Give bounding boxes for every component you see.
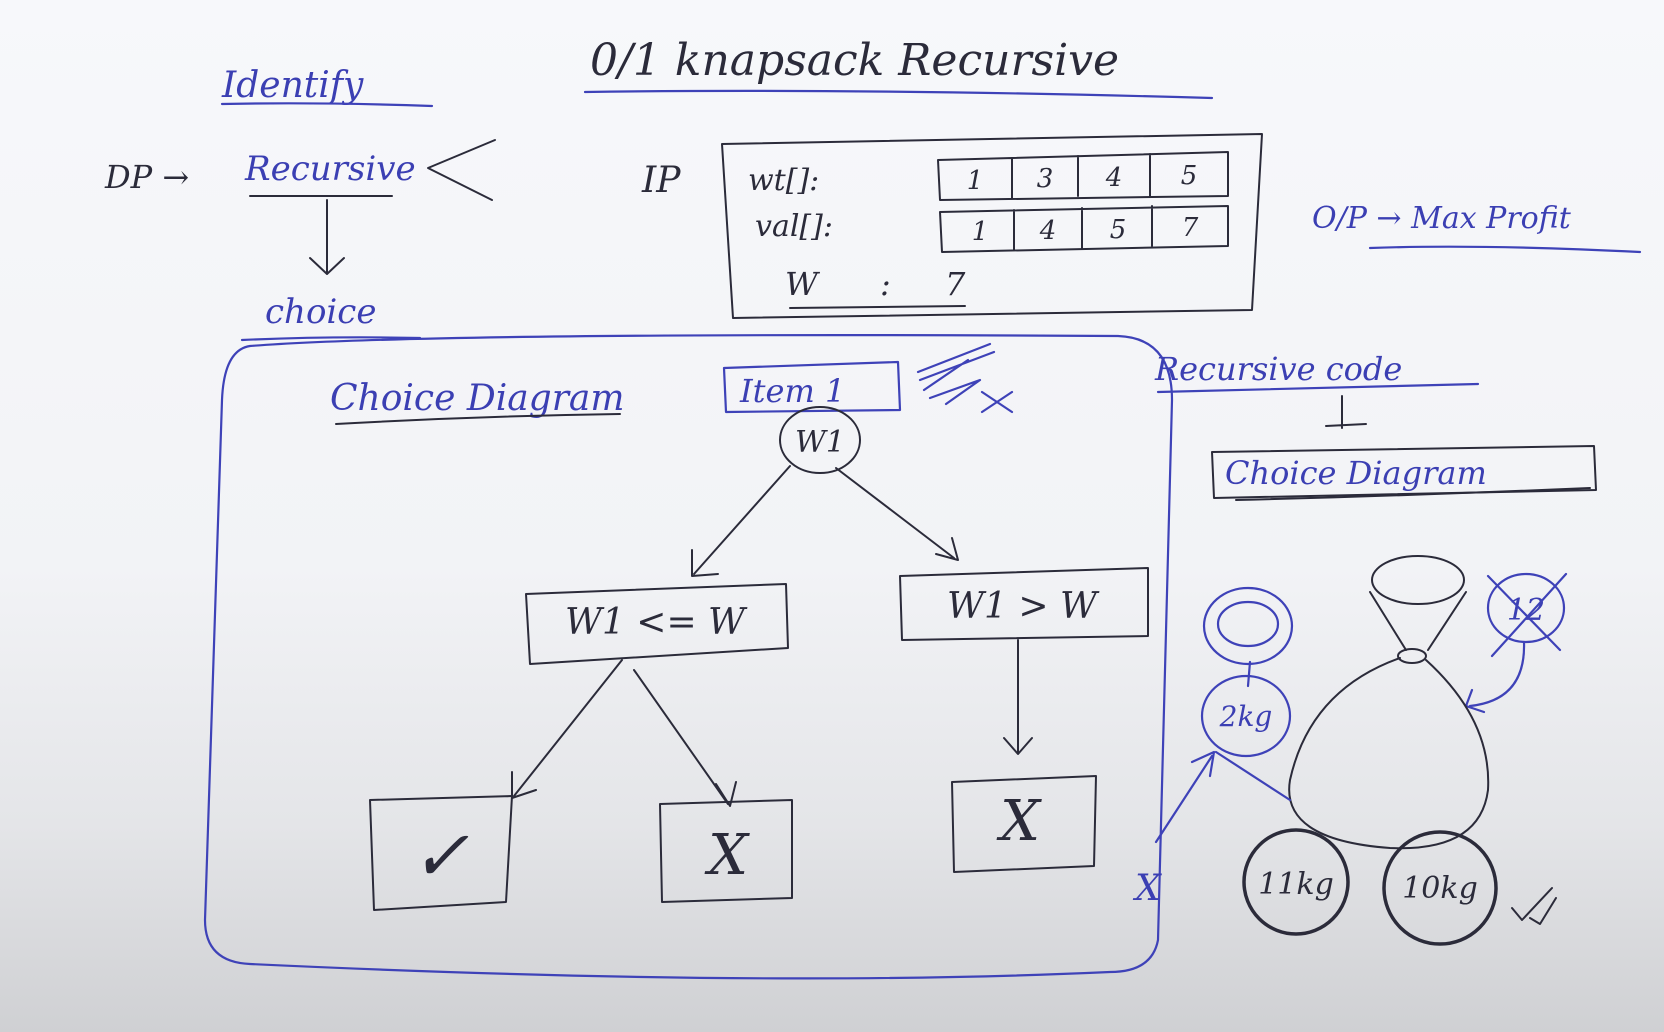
item-label: Item 1 [739, 372, 845, 410]
choice-underline [240, 336, 422, 342]
recursive-label: Recursive [244, 149, 416, 189]
capacity-value: 7 [945, 265, 966, 303]
identify-underline [220, 102, 434, 108]
right-condition-label: W1 > W [947, 586, 1100, 627]
bag-left-circle [1242, 828, 1350, 936]
choice-label: choice [265, 292, 376, 332]
dp-label: DP → [104, 158, 189, 196]
capacity-separator: : [880, 265, 891, 303]
page-title: 0/1 knapsack Recursive [590, 35, 1119, 86]
capacity-underline [789, 305, 966, 309]
bag-funnel-icon [1369, 591, 1467, 651]
recursive-code-label: Recursive code [1154, 350, 1402, 388]
forced-exclude-box [951, 775, 1097, 873]
choice-diagram-box-underline [1235, 487, 1591, 501]
val-label: val[]: [755, 209, 833, 244]
exclude-mark: X [704, 823, 750, 888]
output-underline [1368, 245, 1642, 254]
arrow-to-item-weight [1154, 750, 1292, 844]
wt-cell: 4 [1105, 163, 1123, 193]
left-condition-label: W1 <= W [565, 602, 748, 643]
item-circle-icon [1202, 586, 1294, 666]
bag-right-label: 10kg [1402, 871, 1478, 906]
val-cell: 4 [1039, 216, 1057, 246]
val-cell: 5 [1110, 215, 1127, 245]
item-circle-inner-icon [1216, 600, 1280, 648]
item-weight-label: 2kg [1219, 700, 1273, 733]
root-label: W1 [795, 425, 845, 460]
capacity-label: W [785, 265, 821, 303]
crescent-icon [1608, 488, 1622, 516]
wt-cell: 3 [1037, 164, 1054, 194]
val-cell: 7 [1182, 213, 1199, 243]
arrow-to-exclude [633, 669, 737, 807]
title-underline [583, 89, 1214, 100]
choice-diagram-underline [335, 413, 621, 425]
scribble-icon [916, 342, 1014, 414]
crescent-icon [1622, 884, 1636, 912]
arrow-to-left-condition [691, 465, 791, 577]
include-box [369, 795, 513, 911]
arrow-to-forced-exclude [1003, 639, 1033, 755]
forced-exclude-mark: X [996, 789, 1042, 854]
wt-cell: 1 [967, 166, 984, 196]
bag-left-label: 11kg [1258, 867, 1334, 902]
bag-right-circle [1382, 830, 1498, 946]
choice-diagram-box-label: Choice Diagram [1225, 454, 1487, 492]
capacity-circle [1486, 572, 1566, 644]
bag-body-icon [1288, 657, 1490, 850]
output-label: O/P → Max Profit [1312, 201, 1572, 236]
down-arrow-icon [1325, 395, 1367, 429]
fork-icon [427, 139, 496, 201]
wt-label: wt[]: [748, 163, 819, 198]
choice-diagram-heading: Choice Diagram [330, 378, 625, 419]
choice-diagram-box [1211, 445, 1597, 499]
left-condition-box [525, 583, 789, 665]
choice-diagram-frame [203, 334, 1174, 980]
val-array-box [939, 205, 1229, 253]
cross-mark: X [1132, 868, 1162, 909]
wt-cell: 5 [1181, 161, 1198, 191]
identify-heading: Identify [221, 65, 364, 106]
connector-line [1246, 660, 1252, 688]
down-arrow-icon [309, 199, 345, 275]
cross-out-icon [1486, 572, 1568, 658]
bag-top-icon [1371, 555, 1465, 605]
right-condition-box [899, 567, 1149, 641]
arrow-to-include [511, 659, 623, 799]
val-cell: 1 [972, 217, 989, 247]
capacity-crossed: 12 [1507, 593, 1545, 628]
include-mark: ✓ [411, 815, 470, 897]
exclude-box [659, 799, 793, 903]
item-weight-circle [1200, 674, 1292, 758]
arrow-to-right-condition [835, 467, 959, 561]
wt-array-box [937, 151, 1229, 201]
input-box [721, 133, 1263, 319]
recursive-code-underline [1156, 382, 1480, 394]
root-node [779, 406, 861, 474]
ip-label: IP [641, 160, 681, 201]
item-box [722, 360, 902, 414]
bag-knot-icon [1397, 648, 1427, 664]
tick-icon [1511, 887, 1557, 925]
